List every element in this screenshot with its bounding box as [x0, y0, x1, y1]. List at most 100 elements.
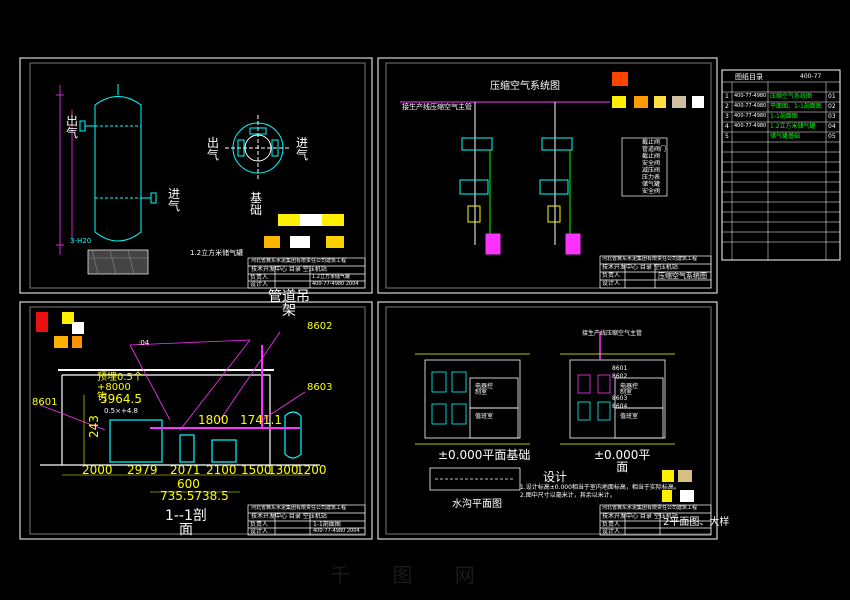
system-color-blocks — [612, 72, 704, 108]
plan-right-caption: ±0.000平 面 — [594, 448, 651, 474]
tag-8602: 8602 — [307, 321, 333, 332]
equip-tag-3: 8603 — [612, 395, 628, 402]
plan-titleblock — [599, 504, 712, 536]
section-title-company: 河北省冀东水泥集团有限责任公司建筑工程 — [251, 505, 347, 511]
section-titleblock — [247, 504, 366, 536]
outlet-label: 出 气 — [66, 114, 79, 140]
section-dimension-lines — [62, 395, 310, 493]
tank-foundation — [87, 249, 149, 275]
section-title-name: 1-1剖面图 — [313, 521, 341, 528]
index-row-4-no: 4 — [725, 123, 729, 130]
tank-caption: 1.2立方米储气罐 — [190, 249, 244, 257]
trench-caption: 水沟平面图 — [452, 499, 502, 510]
room-label-4: 值班室 — [620, 413, 639, 420]
system-title-row-2: 设计人 — [602, 280, 621, 287]
tag-04: :04 — [138, 339, 150, 347]
plan-left-caption: ±0.000平面基础 — [438, 448, 531, 462]
dim-735: 735.5738.5 — [160, 489, 229, 503]
room-label-1: 电器控 制室 — [475, 383, 494, 396]
equip-tag-2: 8602 — [612, 373, 628, 380]
plan-title-row-1: 负责人 — [602, 521, 621, 528]
equip-tag-4: 8604 — [612, 403, 628, 410]
index-row-4-code: 400-77-4980 — [734, 123, 767, 129]
level-note: 3-H20 — [70, 237, 92, 245]
design-label: 设计 — [543, 470, 568, 484]
index-row-2-name: 平面图、1-1剖面图 — [770, 103, 822, 110]
system-title-row-1: 负责人 — [602, 272, 621, 279]
sheet-frame-section — [19, 301, 373, 540]
plan-note-2: 2.图中尺寸以毫米计，其余以米计。 — [520, 492, 616, 499]
inlet-label: 进 气 — [168, 187, 181, 213]
tank-title-row-2: 设计人 — [250, 281, 269, 288]
section-elev: 5964.5 — [100, 392, 142, 406]
sheet-frame-index — [721, 69, 841, 261]
plan-title-sub: 技术开发中心 目录 空压机站 — [602, 513, 678, 520]
legend-item-7: 储气罐 — [642, 181, 661, 188]
index-row-5-no: 5 — [725, 133, 729, 140]
plan-title-name: 2平面图、大样 — [663, 517, 730, 528]
room-label-3: 电器控 制室 — [620, 383, 639, 396]
bottom-dim-6: 1300 — [268, 463, 299, 477]
plan-title-company: 河北省冀东水泥集团有限责任公司建筑工程 — [602, 505, 698, 511]
index-row-1-name: 压缩空气系统图 — [770, 93, 813, 100]
tank-color-blocks — [264, 214, 344, 248]
bottom-dim-2: 2979 — [127, 463, 158, 477]
plan-note-1: 1.设计标高±0.000相当于室内地面标高，相当于实际标高。 — [520, 484, 680, 491]
section-leaders — [39, 331, 306, 431]
index-table-lines — [722, 81, 840, 260]
index-row-1-no: 1 — [725, 93, 729, 100]
sheet-frame-plan — [377, 301, 718, 540]
tag-8601: 8601 — [32, 397, 58, 408]
dim-1800: 1800 — [198, 413, 229, 427]
legend-item-3: 截止阀 — [642, 153, 661, 160]
tank-sheet-titleblock — [247, 257, 366, 289]
tank-elevation — [79, 84, 157, 242]
sheet-frame-tank — [19, 57, 373, 294]
system-legend-box — [621, 137, 668, 197]
tank-title-row-1: 负责人 — [250, 274, 269, 281]
section-elev-2: 0.5×+4.8 — [104, 407, 138, 415]
index-row-3-no: 3 — [725, 113, 729, 120]
index-row-5-page: 05 — [828, 133, 836, 140]
base-label: 基 础 — [250, 191, 263, 217]
room-label-2: 值班室 — [475, 413, 494, 420]
bottom-dim-7: 1200 — [296, 463, 327, 477]
index-row-4-page: 04 — [828, 123, 836, 130]
section-title-row-1: 负责人 — [250, 521, 269, 528]
bottom-dim-5: 1500 — [241, 463, 272, 477]
sheet-frame-system — [377, 57, 718, 294]
pipe-rack-label: 管道吊 架 — [268, 289, 310, 319]
legend-item-5: 减压阀 — [642, 167, 661, 174]
dim-600: 600 — [177, 477, 200, 491]
plan-outlet-label: 出 气 — [207, 136, 220, 162]
section-title-row-2: 设计人 — [250, 528, 269, 535]
bottom-dim-4: 2100 — [206, 463, 237, 477]
tank-title-name: 1.2立方米储气罐 — [312, 274, 350, 280]
plan-color-blocks — [662, 470, 694, 502]
system-header-note: 接生产线压缩空气主管 — [402, 103, 472, 111]
section-title-code: 400-77-4980 2004 — [313, 528, 360, 534]
index-row-1-code: 400-77-4980 — [734, 93, 767, 99]
plan-header-note: 接生产线压缩空气主管 — [582, 330, 643, 337]
legend-item-8: 安全阀 — [642, 188, 661, 195]
trench-plan — [429, 467, 521, 491]
plan-title-row-2: 设计人 — [602, 528, 621, 535]
equip-tag-1: 8601 — [612, 365, 628, 372]
tank-title-code: 400-77-4980 2004 — [312, 281, 359, 287]
legend-item-1: 截止阀 — [642, 139, 661, 146]
tank-title-company: 河北省冀东水泥集团有限责任公司建筑工程 — [251, 258, 347, 264]
plan-left — [415, 353, 530, 445]
section-building — [40, 345, 320, 466]
plan-inlet-label: 进 气 — [296, 136, 309, 162]
system-titleblock — [599, 255, 712, 289]
system-title-sub: 技术开发中心 目录 空压机站 — [602, 264, 678, 271]
system-diagram — [400, 101, 610, 255]
tank-plan-view — [225, 115, 291, 181]
legend-item-2: 管道阀门 — [642, 146, 667, 153]
system-title-name: 压缩空气系统图 — [658, 272, 707, 280]
plan-right — [560, 332, 675, 445]
legend-item-4: 安全阀 — [642, 160, 661, 167]
index-row-3-page: 03 — [828, 113, 836, 120]
bottom-dim-3: 2071 — [170, 463, 201, 477]
